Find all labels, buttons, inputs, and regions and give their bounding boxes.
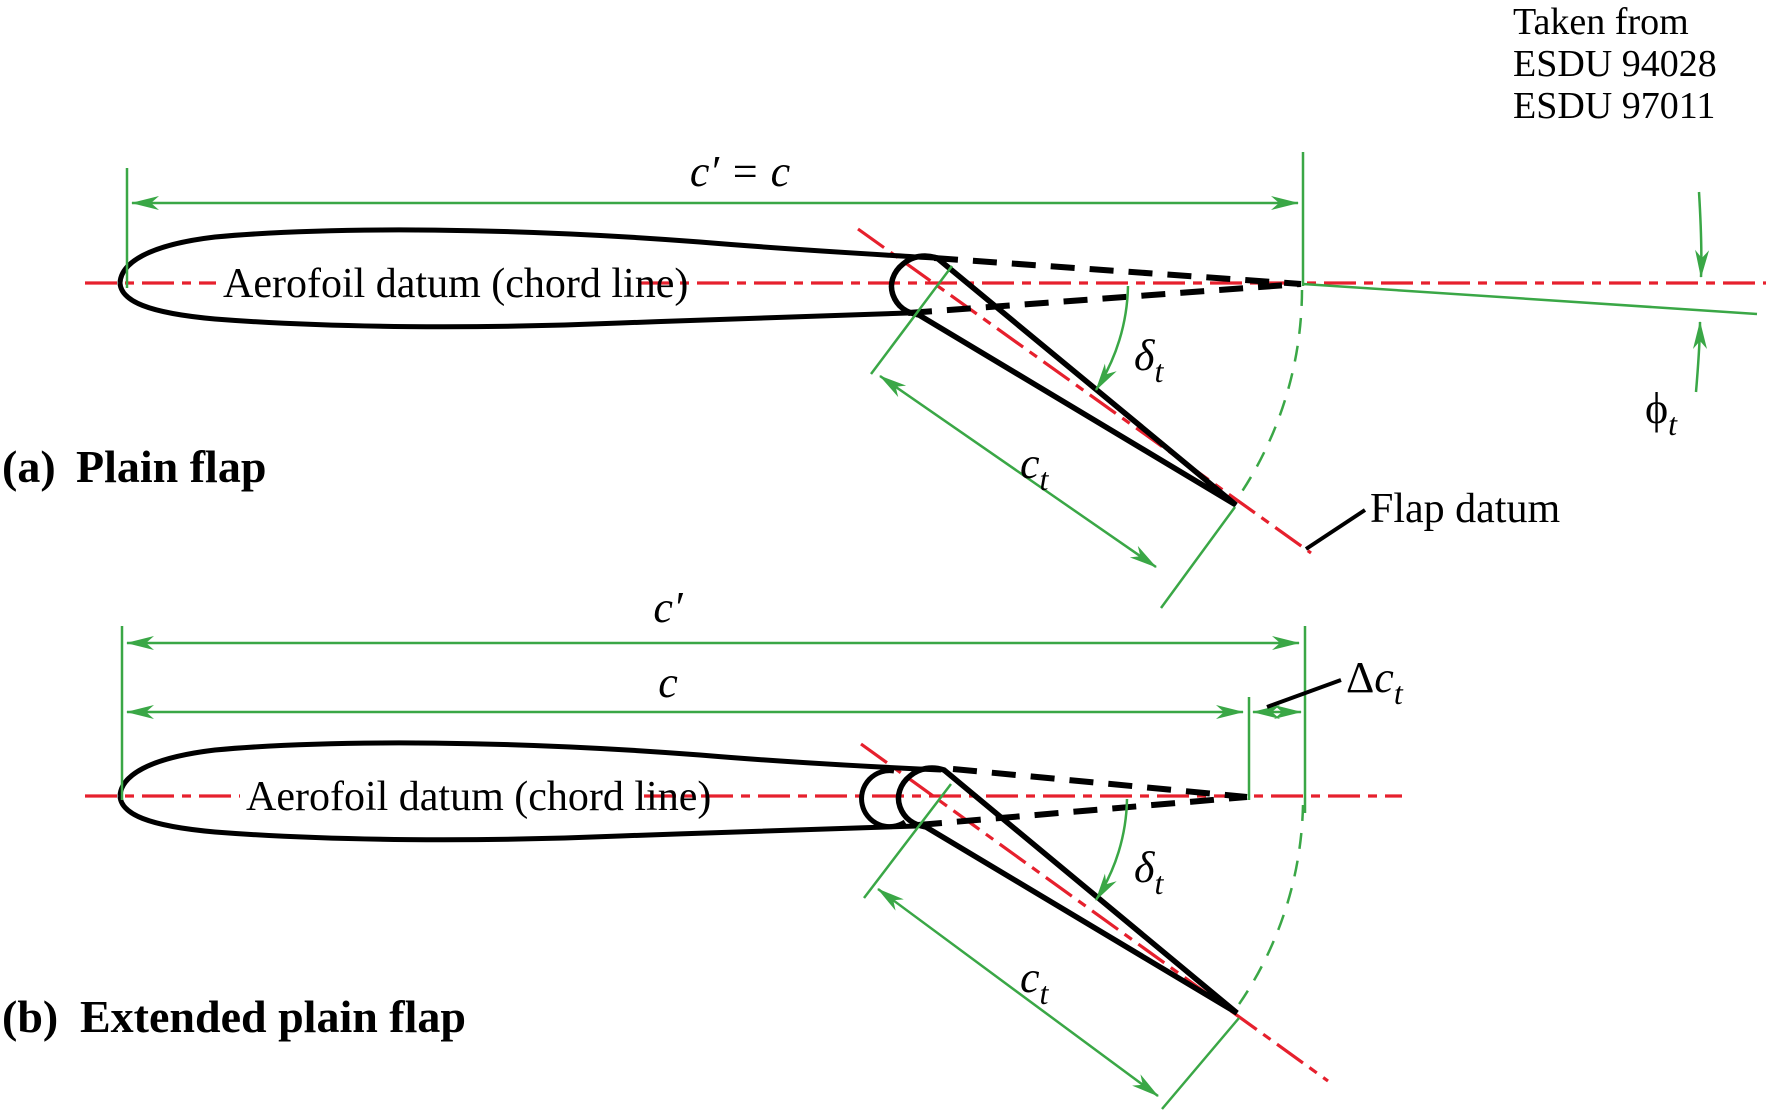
deflected-flap-b — [895, 765, 1239, 1016]
te-angle-arrow-lower-a — [1692, 321, 1707, 393]
flap-chord-label-a: ct — [1020, 439, 1050, 497]
caption-a: (a)Plain flap — [2, 441, 266, 492]
te-angle-label-a: ϕt — [1645, 384, 1678, 442]
flap-tip-path-arc-b — [1233, 804, 1305, 1011]
flap-datum-line-a — [857, 227, 1312, 555]
undeflected-flap-lower-a — [907, 281, 1302, 316]
aerofoil-datum-label-b: Aerofoil datum (chord line) — [246, 774, 711, 820]
aerofoil-lower-surface-a — [117, 282, 909, 330]
aerofoil-upper-surface-b — [117, 740, 942, 797]
flap-deflection-label-a: δt — [1134, 331, 1164, 389]
source-note-line-3: ESDU 97011 — [1513, 85, 1715, 127]
source-note-line-1: Taken from — [1513, 1, 1689, 43]
flap-datum-label-a: Flap datum — [1370, 486, 1560, 532]
flap-chord-label-b: ct — [1020, 953, 1050, 1011]
flap-chord-extension-hinge-a — [870, 265, 953, 375]
flap-chord-dimension-line-a — [879, 374, 1157, 569]
te-angle-arrow-upper-a — [1695, 191, 1710, 278]
deflection-angle-arc-a — [1094, 285, 1130, 391]
flap-chord-extension-hinge-b — [863, 783, 952, 899]
extended-chord-dim-label-b: c′ — [653, 583, 684, 632]
undeflected-flap-lower-b — [917, 794, 1248, 828]
chord-extension-leader-b — [1266, 678, 1342, 709]
deflection-angle-arc-b — [1094, 798, 1129, 901]
diagram-a: c′ = c Aerofoil datum (chord line) δt ct… — [2, 147, 1766, 609]
aerofoil-upper-surface-a — [117, 227, 935, 284]
flap-chord-extension-tip-a — [1159, 506, 1237, 609]
shroud-cove-arc-b — [859, 768, 907, 830]
caption-b: (b)Extended plain flap — [2, 991, 466, 1042]
chord-extension-label-b: Δct — [1346, 653, 1404, 711]
chord-dim-label-b: c — [658, 658, 678, 707]
flap-chord-extension-tip-b — [1161, 1017, 1240, 1110]
undeflected-flap-upper-a — [933, 255, 1302, 287]
flap-chord-dimension-line-b — [877, 887, 1159, 1098]
chord-dim-label-a: c′ = c — [690, 147, 791, 196]
te-bisector-line-a — [1302, 282, 1758, 316]
aerofoil-lower-surface-b — [117, 795, 918, 843]
flap-tip-path-arc-a — [1235, 289, 1304, 500]
source-note-line-2: ESDU 94028 — [1513, 43, 1717, 85]
flap-datum-leader-a — [1304, 508, 1367, 551]
flap-deflection-label-b: δt — [1134, 843, 1164, 901]
diagram-b: c′ c Δct Aerofoil datum (chord line) δt … — [2, 583, 1404, 1110]
undeflected-flap-upper-b — [952, 766, 1248, 800]
aerofoil-datum-label-a: Aerofoil datum (chord line) — [223, 261, 688, 307]
source-note: Taken from ESDU 94028 ESDU 97011 — [1513, 1, 1717, 127]
